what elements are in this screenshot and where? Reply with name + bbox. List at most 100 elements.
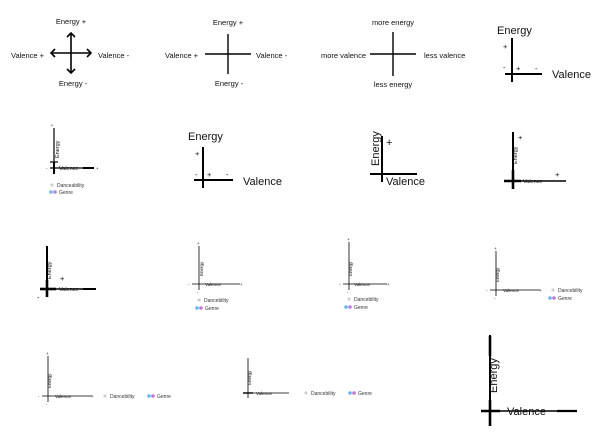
valence-label: Valence: [205, 282, 221, 287]
energy-label: Energy: [495, 267, 500, 282]
variant-10-thin-with-legend: + - - + Valence Energy Dancebility Genre: [188, 241, 243, 312]
energy-plus-label: Energy +: [213, 18, 244, 27]
genre-legend: Genre: [358, 391, 372, 397]
valence-label: Valence: [503, 288, 519, 293]
genre-dot-blue: [344, 305, 348, 309]
genre-legend: Genre: [558, 296, 572, 302]
valence-label: Valence: [507, 406, 546, 418]
energy-plus-sign: +: [197, 241, 200, 246]
variant-5-small-with-legend: + - + Valence Energy Danceability Genre: [46, 123, 99, 196]
valence-plus-sign: +: [539, 288, 542, 293]
energy-label: Energy: [348, 261, 353, 276]
genre-legend: Genre: [59, 190, 73, 196]
valence-plus-sign: +: [240, 282, 243, 287]
energy-label: Energy: [199, 261, 204, 276]
valence-plus-sign: +: [96, 166, 99, 171]
valence-label: Valence: [55, 394, 71, 399]
less-energy-label: less energy: [374, 80, 413, 89]
genre-legend: Genre: [354, 305, 368, 311]
energy-plus-label: Energy +: [56, 17, 87, 26]
valence-label: Valence: [552, 69, 591, 81]
variant-11-thin-with-legend: + - - + Valence Energy Dancebility Genre: [339, 237, 390, 311]
energy-plus-sign: +: [51, 123, 54, 128]
valence-label: Valence: [243, 176, 282, 188]
energy-plus-sign: +: [195, 149, 200, 158]
energy-plus-sign: +: [503, 42, 508, 51]
energy-label: Energy: [188, 131, 223, 143]
energy-label: Energy: [488, 358, 500, 393]
danceability-legend: Dancebility: [311, 391, 336, 397]
genre-dot-blue: [548, 296, 552, 300]
variant-8-compact-cross: Energy Valence + +: [504, 132, 566, 189]
valence-minus-sign: -: [226, 170, 229, 179]
variant-12-thin-inline-legend: + - - + Valence Energy Dancebility Genre: [486, 246, 583, 302]
valence-minus-sign: -: [535, 64, 538, 73]
energy-label: Energy: [247, 370, 252, 385]
valence-minus-sign: -: [188, 282, 190, 287]
danceability-legend: Dancebility: [110, 394, 135, 400]
danceability-dot: [347, 297, 351, 301]
danceability-legend: Dancebility: [354, 297, 379, 303]
energy-minus-sign: -: [195, 170, 198, 179]
energy-minus-label: Energy -: [215, 79, 244, 88]
energy-minus-sign: -: [347, 290, 349, 295]
valence-minus-sign: -: [38, 394, 40, 399]
minus-sign: -: [37, 293, 40, 302]
danceability-dot: [304, 391, 308, 395]
energy-plus-sign: +: [386, 137, 392, 149]
variant-4-l-axes: Energy Valence + - + -: [497, 25, 591, 82]
valence-label: Valence: [523, 179, 542, 185]
variant-13-inline-legend: + - - + Valence Energy Dancebility Genre: [38, 351, 171, 407]
valence-label: Valence: [59, 287, 78, 293]
genre-legend: Genre: [157, 394, 171, 400]
danceability-dot: [197, 298, 201, 302]
valence-plus-sign: +: [387, 282, 390, 287]
energy-label: Energy: [497, 25, 532, 37]
variant-1-arrow-cross: Energy + Energy - Valence + Valence -: [11, 17, 130, 88]
genre-dot-blue: [147, 394, 151, 398]
genre-dot-purple: [552, 296, 556, 300]
valence-minus-sign: -: [486, 288, 488, 293]
danceability-dot: [50, 183, 54, 187]
valence-plus-label: Valence +: [11, 51, 45, 60]
valence-plus-sign: +: [91, 394, 94, 399]
genre-dot-blue: [195, 306, 199, 310]
energy-label: Energy: [513, 146, 519, 164]
variant-14-no-signs-legend: Valence Energy Dancebility Genre: [243, 358, 372, 398]
energy-plus-sign: +: [347, 237, 350, 242]
danceability-legend: Dancebility: [558, 288, 583, 294]
genre-dot-purple: [199, 306, 203, 310]
plus-sign: +: [60, 274, 65, 283]
more-energy-label: more energy: [372, 18, 414, 27]
energy-minus-sign: -: [503, 63, 506, 72]
variant-6-l-axes: Energy Valence + - + -: [188, 131, 282, 188]
danceability-legend: Danceability: [57, 183, 85, 189]
variant-15-large-axes: Energy Valence: [481, 335, 577, 426]
genre-dot-purple: [352, 391, 356, 395]
variant-7-corner-axes: Energy Valence +: [370, 131, 425, 188]
energy-label: Energy: [47, 373, 52, 388]
energy-plus-sign: +: [494, 246, 497, 251]
valence-plus-label: Valence +: [165, 51, 199, 60]
danceability-dot: [103, 394, 107, 398]
valence-label: Valence: [354, 282, 370, 287]
energy-plus-sign: +: [46, 351, 49, 356]
variant-2-plain-cross: Energy + Energy - Valence + Valence -: [165, 18, 288, 88]
valence-minus-sign: -: [339, 282, 341, 287]
valence-label: Valence: [59, 166, 78, 172]
more-valence-label: more valence: [321, 51, 366, 60]
variant-3-descriptive-cross: more energy less energy more valence les…: [321, 18, 465, 89]
valence-label: Valence: [256, 391, 272, 396]
energy-minus-sign: -: [494, 296, 496, 301]
genre-dot-blue: [348, 391, 352, 395]
energy-minus-label: Energy -: [59, 79, 88, 88]
valence-plus-sign: +: [207, 170, 212, 179]
genre-dot-purple: [151, 394, 155, 398]
genre-legend: Genre: [205, 306, 219, 312]
energy-minus-sign: -: [46, 402, 48, 407]
valence-minus-label: Valence -: [256, 51, 288, 60]
variant-9-compact-cross: Energy Valence + -: [37, 246, 96, 302]
energy-label: Energy: [47, 261, 53, 279]
energy-plus-sign: +: [518, 133, 523, 142]
